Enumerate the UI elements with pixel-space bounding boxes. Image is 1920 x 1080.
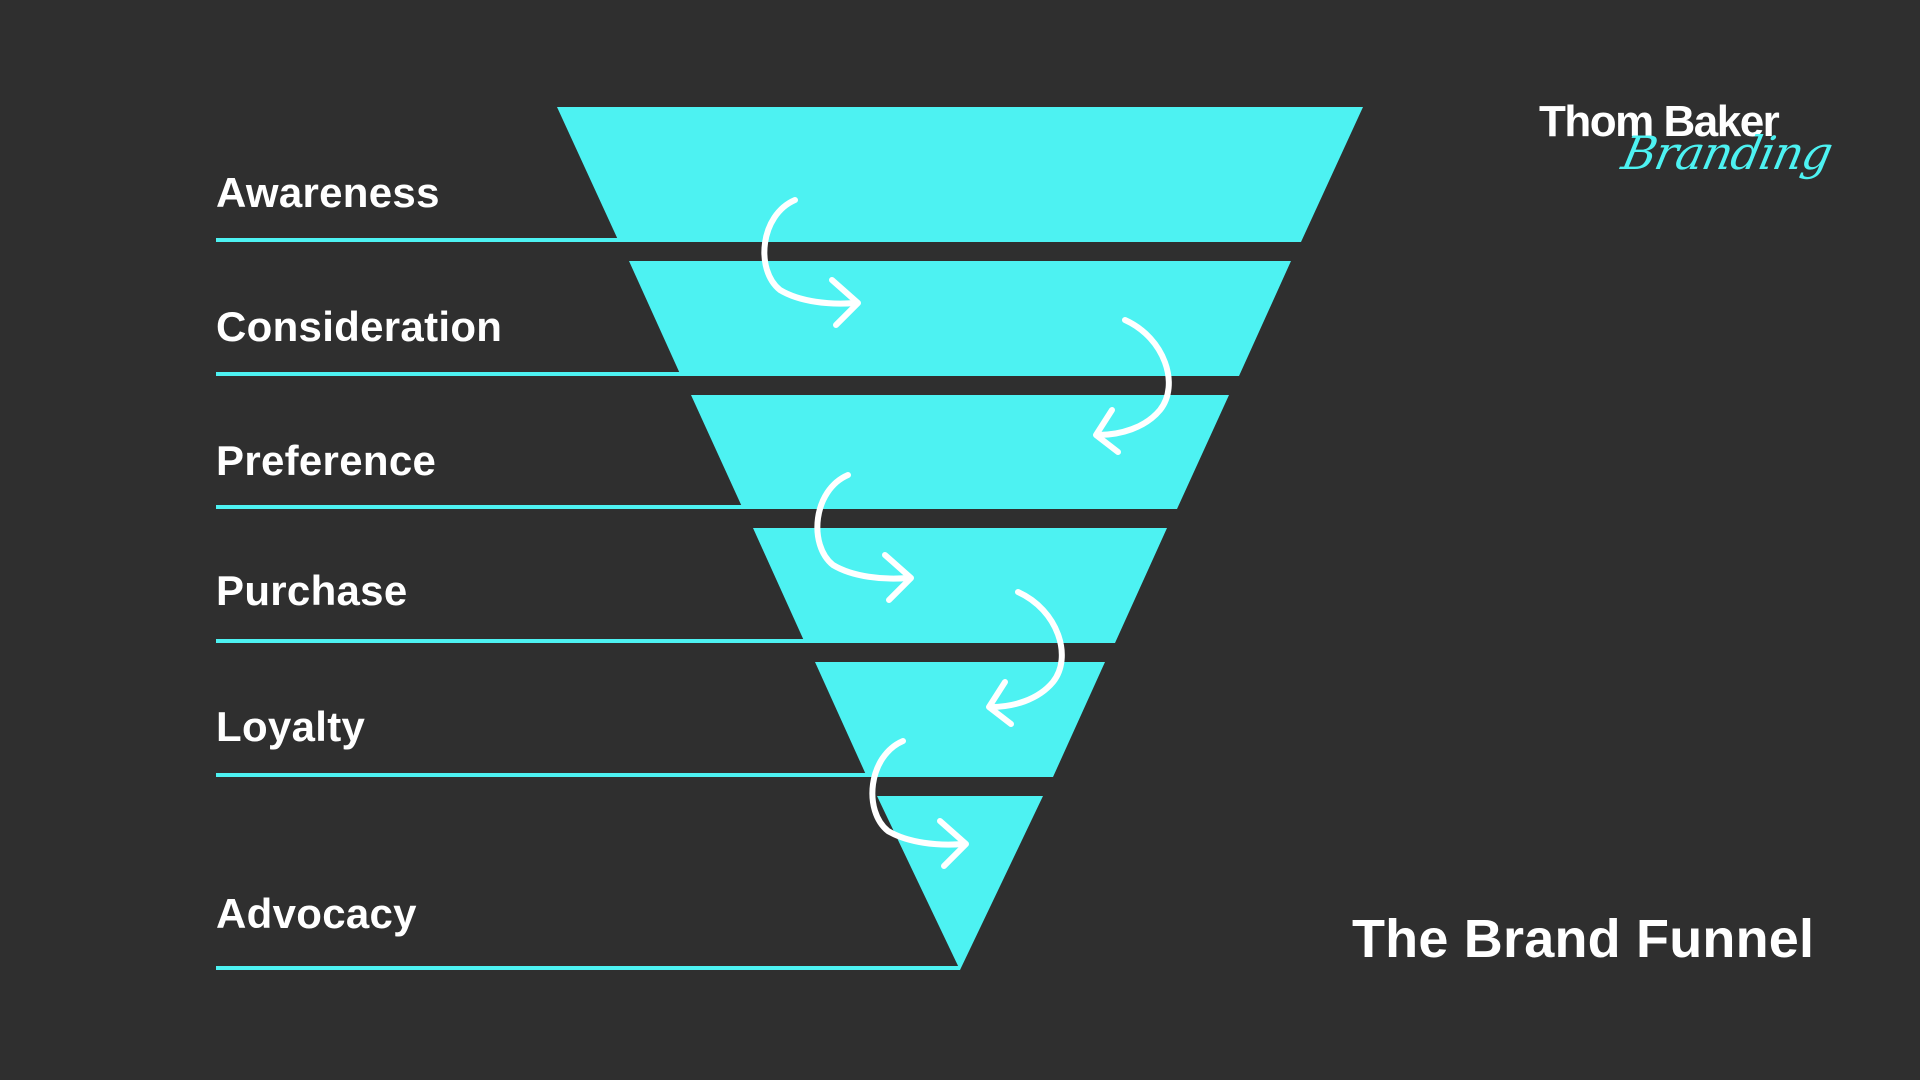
funnel-segment-preference bbox=[691, 395, 1229, 509]
funnel-segment-loyalty bbox=[815, 662, 1105, 777]
logo-main-text: Thom Baker bbox=[1539, 97, 1780, 146]
funnel-segments bbox=[557, 107, 1363, 970]
stage-label-purchase: Purchase bbox=[216, 567, 408, 614]
curved-arrow-icon bbox=[761, 197, 861, 328]
stage-label-preference: Preference bbox=[216, 437, 437, 484]
funnel-segment-consideration bbox=[629, 261, 1291, 376]
funnel-segment-awareness bbox=[557, 107, 1363, 242]
curved-arrow-icon bbox=[814, 472, 914, 603]
curved-arrow-icon bbox=[986, 589, 1065, 727]
stage-underlines bbox=[216, 238, 960, 970]
logo-script-text: Branding bbox=[1617, 126, 1837, 180]
curved-arrow-icon bbox=[1093, 317, 1172, 455]
slide-title: The Brand Funnel bbox=[1352, 909, 1815, 969]
brand-logo: Thom Baker Branding bbox=[1535, 97, 1837, 210]
stage-label-advocacy: Advocacy bbox=[216, 890, 417, 937]
funnel-segment-purchase bbox=[753, 528, 1167, 643]
transition-arrows bbox=[761, 197, 1172, 869]
stage-label-awareness: Awareness bbox=[216, 169, 440, 216]
stage-label-loyalty: Loyalty bbox=[216, 703, 366, 750]
stage-label-consideration: Consideration bbox=[216, 303, 503, 350]
curved-arrow-icon bbox=[869, 738, 969, 869]
funnel-segment-advocacy bbox=[877, 796, 1043, 970]
